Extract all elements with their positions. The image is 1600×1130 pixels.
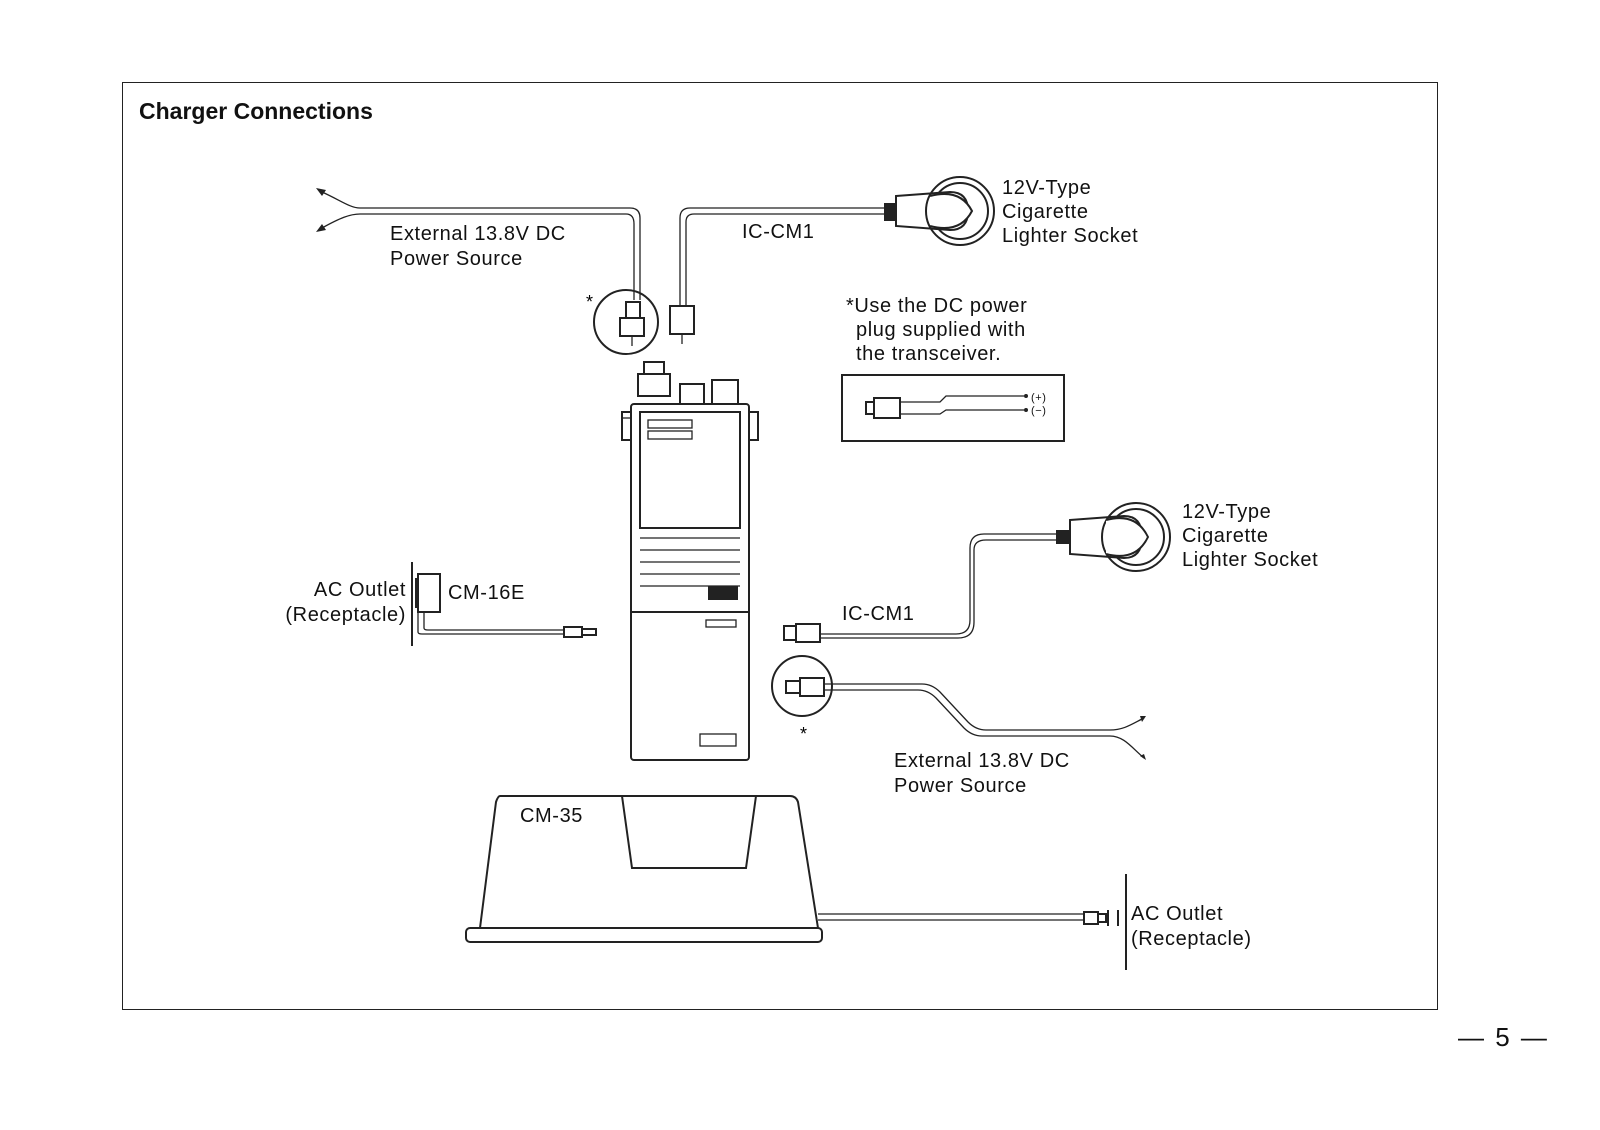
diagram-title: Charger Connections <box>139 98 373 124</box>
asterisk-right: * <box>800 724 807 744</box>
label-cm35: CM-35 <box>520 805 584 827</box>
cm35-charger <box>465 795 823 943</box>
label-ac-outlet-bottom: AC Outlet(Receptacle) <box>1131 903 1252 950</box>
ic-cm1-cable-right <box>783 533 1058 643</box>
page-number: — 5 — <box>1458 1022 1549 1052</box>
diagram-frame <box>122 82 1438 1010</box>
transceiver <box>621 361 759 761</box>
cigarette-plug-top <box>884 176 995 246</box>
label-ic-cm1-top: IC-CM1 <box>742 221 815 243</box>
label-ac-outlet-left: AC Outlet(Receptacle) <box>285 579 406 626</box>
label-polarity: (+)(−) <box>1031 392 1047 417</box>
ac-outlet-left <box>411 562 597 646</box>
external-power-wires-right <box>824 683 1146 760</box>
label-cm16e: CM-16E <box>448 582 525 604</box>
ic-cm1-cable-top <box>669 207 888 344</box>
asterisk-top: * <box>586 292 593 312</box>
label-ic-cm1-right: IC-CM1 <box>842 603 915 625</box>
cigarette-plug-right <box>1056 502 1171 572</box>
cm35-power-cable <box>818 874 1127 970</box>
dc-plug-circle-top <box>593 289 659 355</box>
external-power-wires-top <box>316 188 641 300</box>
dc-plug-circle-right <box>771 655 833 717</box>
dc-plug-illustration <box>841 374 1065 442</box>
